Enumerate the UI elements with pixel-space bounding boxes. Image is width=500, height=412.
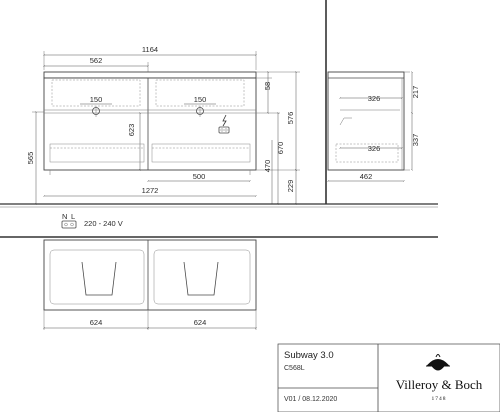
dim-drill-right: 150 [194, 95, 207, 104]
dim-side-total-depth: 462 [360, 172, 373, 181]
plan-view: 624 624 [0, 236, 438, 330]
cabinet-body [43, 77, 257, 171]
dim-side-top-depth: 326 [368, 94, 381, 103]
dim-inner-height: 623 [127, 124, 136, 137]
dim-cabinet-height: 576 [286, 112, 295, 125]
plan-basin-right [153, 249, 251, 305]
dim-side-bottom-depth: 326 [368, 144, 381, 153]
dim-top-height: 58 [263, 82, 272, 90]
dim-floor-height: 229 [286, 180, 295, 193]
countertop [43, 71, 257, 79]
dim-plan-right-width: 624 [194, 318, 207, 327]
dim-drill-left: 150 [90, 95, 103, 104]
plan-basin-left [49, 249, 145, 305]
brand-name: Villeroy & Boch [396, 377, 483, 392]
electrical-connection: N L 220 - 240 V [61, 212, 123, 229]
side-cabinet [327, 71, 405, 171]
dim-side-lower-height: 337 [411, 134, 420, 147]
dim-lower-height: 470 [263, 160, 272, 173]
dim-outer-width: 1272 [142, 186, 159, 195]
dim-overall-width: 1164 [142, 45, 158, 54]
terminal-n: N [62, 212, 67, 221]
terminal-box-icon [61, 220, 77, 229]
brand-logo: Villeroy & Boch 1748 [396, 354, 483, 402]
dim-drain-spacing: 500 [193, 172, 206, 181]
title-block: Subway 3.0 C568L V01 / 08.12.2020 Viller… [277, 343, 500, 412]
drawer-right [151, 143, 251, 163]
dim-plan-left-width: 624 [90, 318, 103, 327]
front-view: 1164 562 150 150 623 [26, 45, 300, 205]
brand-year: 1748 [432, 396, 447, 402]
dim-drawer-width: 562 [90, 56, 103, 65]
terminal-l: L [71, 212, 75, 221]
product-name: Subway 3.0 [284, 350, 334, 361]
dim-side-upper-height: 217 [411, 86, 420, 99]
dim-mount-height: 565 [26, 152, 35, 165]
plan-cabinet [43, 239, 257, 311]
lightning-icon [222, 114, 227, 127]
product-code: C568L [284, 365, 305, 372]
tureen-icon [426, 359, 450, 371]
drawer-left [49, 143, 145, 163]
dim-front-height: 670 [276, 142, 285, 155]
voltage-label: 220 - 240 V [84, 219, 123, 228]
revision-date: V01 / 08.12.2020 [284, 396, 337, 403]
side-view: 326 326 462 217 337 [327, 71, 420, 182]
socket-icon [218, 126, 230, 134]
